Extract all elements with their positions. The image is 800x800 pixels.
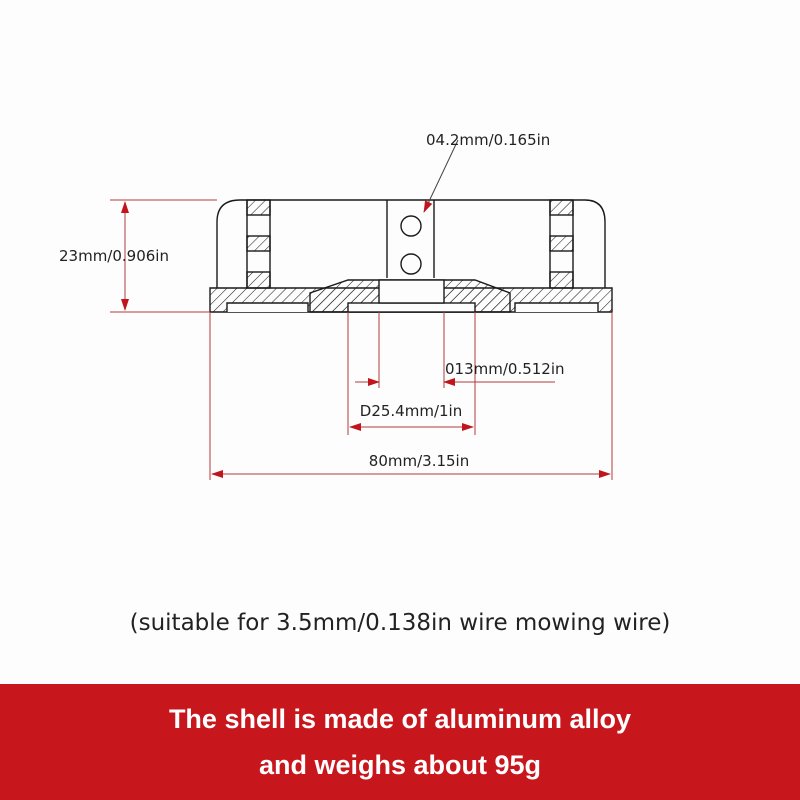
banner-line-1: The shell is made of aluminum alloy — [168, 704, 632, 734]
inner-diameter-label: 013mm/0.512in — [445, 360, 565, 378]
wire-hole-1 — [400, 215, 422, 237]
height-label: 23mm/0.906in — [59, 247, 169, 265]
width-label: 80mm/3.15in — [369, 452, 469, 470]
hole-diameter-label: 04.2mm/0.165in — [426, 131, 550, 149]
banner-line-2: and weighs about 95g — [258, 750, 542, 780]
dimension-lines — [110, 139, 613, 480]
material-banner: The shell is made of aluminum alloy and … — [0, 684, 800, 800]
hub-diameter-label: D25.4mm/1in — [360, 402, 462, 420]
part-outline — [209, 199, 613, 313]
wire-compatibility-note: (suitable for 3.5mm/0.138in wire mowing … — [129, 610, 671, 636]
wire-hole-2 — [400, 253, 422, 275]
